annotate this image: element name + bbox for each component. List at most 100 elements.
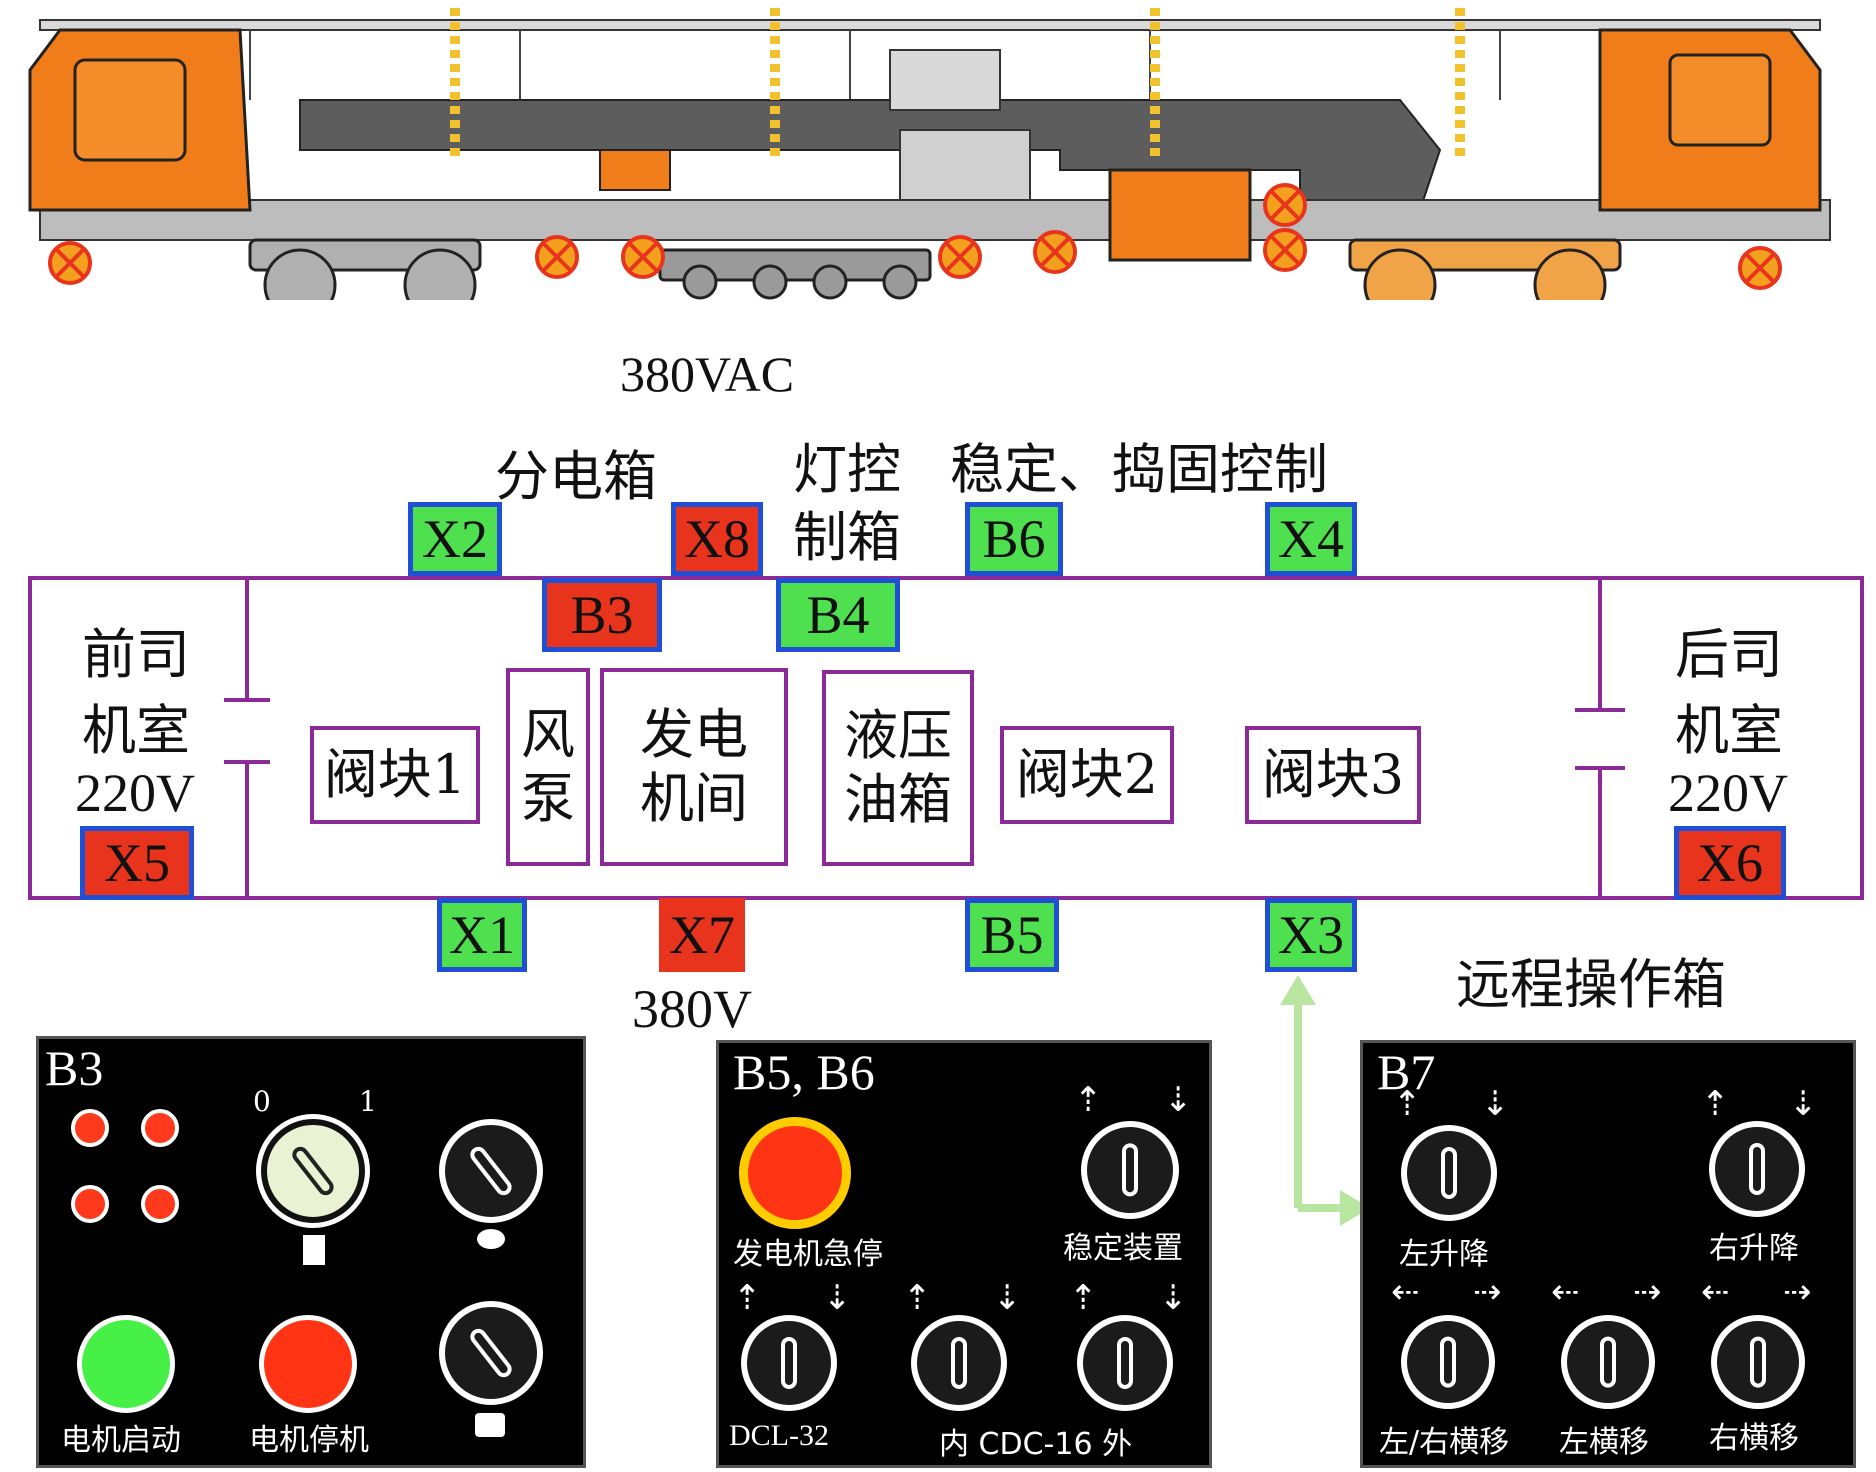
right-arrow-icon: ⇢ [1783, 1272, 1812, 1312]
stabilizer-unit [1108, 168, 1252, 262]
voltage-380vac-label: 380VAC [620, 346, 795, 402]
light-box-label-line2: 制箱 [793, 506, 901, 569]
room-generator-line1: 发电 [640, 703, 748, 767]
front-cab-voltage: 220V [75, 763, 195, 823]
generator-estop-button[interactable] [739, 1117, 851, 1229]
light-box-label-line1: 灯控 [793, 438, 901, 501]
room-hydraulic-tank-line1: 液压 [844, 704, 952, 768]
indicator-lamp [141, 1185, 179, 1223]
down-arrow-icon: ⇣ [1159, 1278, 1188, 1318]
down-arrow-icon: ⇣ [1481, 1084, 1510, 1124]
connector-x7: X7 [659, 898, 745, 972]
connector-x3: X3 [1265, 898, 1357, 972]
up-arrow-icon: ⇡ [733, 1278, 762, 1318]
room-valve3: 阀块3 [1245, 726, 1421, 824]
panel-b7: B7 ⇡ ⇣ 左升降 ⇡ ⇣ 右升降 ⇠ ⇢ 左/右横移 ⇠ ⇢ 左横移 ⇠ ⇢… [1360, 1040, 1856, 1468]
machine-illustration [28, 8, 1831, 300]
right-lift-knob[interactable] [1709, 1121, 1805, 1217]
voltage-380v-label: 380V [632, 979, 752, 1039]
connector-x8: X8 [671, 502, 763, 576]
cdc-inner-knob[interactable] [911, 1315, 1007, 1411]
down-arrow-icon: ⇣ [1164, 1080, 1193, 1120]
panel-b5-b6: B5, B6 发电机急停 ⇡ ⇣ 稳定装置 ⇡ ⇣ ⇡ ⇣ ⇡ ⇣ DCL-32… [716, 1040, 1212, 1468]
room-hydraulic-tank-line2: 油箱 [844, 768, 952, 831]
rear-cab-voltage: 220V [1668, 763, 1788, 823]
key-switch[interactable] [261, 1119, 365, 1223]
room-valve2: 阀块2 [1000, 726, 1174, 824]
cdc-label: 内 CDC-16 外 [939, 1427, 1133, 1462]
panel-b5-b6-title: B5, B6 [733, 1044, 875, 1100]
generator-estop-label: 发电机急停 [733, 1237, 883, 1272]
right-shift-label: 右横移 [1709, 1421, 1799, 1456]
key-switch-pos0: 0 [253, 1085, 271, 1118]
work-bogies [658, 248, 932, 300]
connector-x5: X5 [80, 826, 194, 900]
room-valve2-label: 阀块2 [1015, 743, 1159, 807]
left-arrow-icon: ⇠ [1391, 1272, 1420, 1312]
up-arrow-icon: ⇡ [1069, 1278, 1098, 1318]
up-arrow-icon: ⇡ [1393, 1084, 1422, 1124]
connector-x2: X2 [408, 502, 502, 576]
room-air-pump-line2: 泵 [521, 767, 575, 830]
connector-x4: X4 [1265, 502, 1357, 576]
left-lift-knob[interactable] [1401, 1125, 1497, 1221]
connector-b4: B4 [776, 578, 900, 652]
front-cab-line2: 机室 [82, 699, 190, 762]
motor-stop-button[interactable] [259, 1315, 357, 1413]
up-arrow-icon: ⇡ [1701, 1084, 1730, 1124]
motor-start-button[interactable] [77, 1315, 175, 1413]
right-shift-knob[interactable] [1711, 1315, 1805, 1409]
vehicle-outline [28, 576, 1864, 900]
remote-box-label: 远程操作箱 [1456, 953, 1726, 1016]
dcl-knob[interactable] [741, 1315, 837, 1411]
left-arrow-icon: ⇠ [1551, 1272, 1580, 1312]
front-bogie [248, 238, 482, 300]
stabilizer-knob[interactable] [1081, 1121, 1179, 1219]
room-valve1: 阀块1 [310, 726, 480, 824]
room-generator: 发电 机间 [600, 668, 788, 866]
cdc-outer-knob[interactable] [1077, 1315, 1173, 1411]
left-shift-knob[interactable] [1561, 1315, 1655, 1409]
cable-risers [450, 8, 1465, 160]
sub-box-label: 分电箱 [495, 445, 657, 508]
left-arrow-icon: ⇠ [1701, 1272, 1730, 1312]
indicator-lamp [71, 1109, 109, 1147]
motor-start-label: 电机启动 [61, 1423, 181, 1458]
room-valve1-label: 阀块1 [323, 743, 467, 807]
up-arrow-icon: ⇡ [1074, 1080, 1103, 1120]
right-lift-label: 右升降 [1709, 1231, 1799, 1266]
left-lift-label: 左升降 [1399, 1237, 1489, 1272]
panel-b3-title: B3 [45, 1040, 104, 1096]
connector-x6: X6 [1674, 826, 1786, 900]
left-shift-label: 左横移 [1559, 1425, 1649, 1460]
horn-rotary-knob[interactable] [439, 1301, 543, 1405]
stabilizer-label: 稳定装置 [1063, 1231, 1183, 1266]
horn-icon [475, 1413, 505, 1437]
down-arrow-icon: ⇣ [993, 1278, 1022, 1318]
roof-rail [39, 19, 1821, 31]
right-arrow-icon: ⇢ [1473, 1272, 1502, 1312]
room-hydraulic-tank: 液压 油箱 [822, 670, 974, 866]
dcl-label: DCL-32 [729, 1419, 829, 1452]
light-rotary-knob[interactable] [439, 1119, 543, 1223]
key-icon [303, 1235, 325, 1265]
room-air-pump: 风 泵 [506, 668, 590, 866]
lr-shift-label: 左/右横移 [1379, 1425, 1510, 1460]
connector-x1: X1 [437, 898, 527, 972]
lamp-icon [477, 1229, 505, 1249]
stab-control-label: 稳定、捣固控制 [950, 438, 1328, 501]
connector-b5: B5 [965, 898, 1059, 972]
panel-b3: B3 0 1 电机启动 电机停机 [36, 1036, 586, 1468]
room-air-pump-line1: 风 [521, 703, 575, 767]
indicator-lamp [141, 1109, 179, 1147]
down-arrow-icon: ⇣ [823, 1278, 852, 1318]
down-arrow-icon: ⇣ [1789, 1084, 1818, 1124]
front-cab-line1: 前司 [82, 623, 190, 686]
room-valve3-label: 阀块3 [1261, 743, 1405, 807]
panel-b7-title: B7 [1377, 1044, 1436, 1100]
lr-shift-knob[interactable] [1401, 1315, 1495, 1409]
rear-cab-line1: 后司 [1675, 623, 1783, 686]
remote-link-arrow [1294, 1000, 1350, 1212]
indicator-lamp [71, 1185, 109, 1223]
